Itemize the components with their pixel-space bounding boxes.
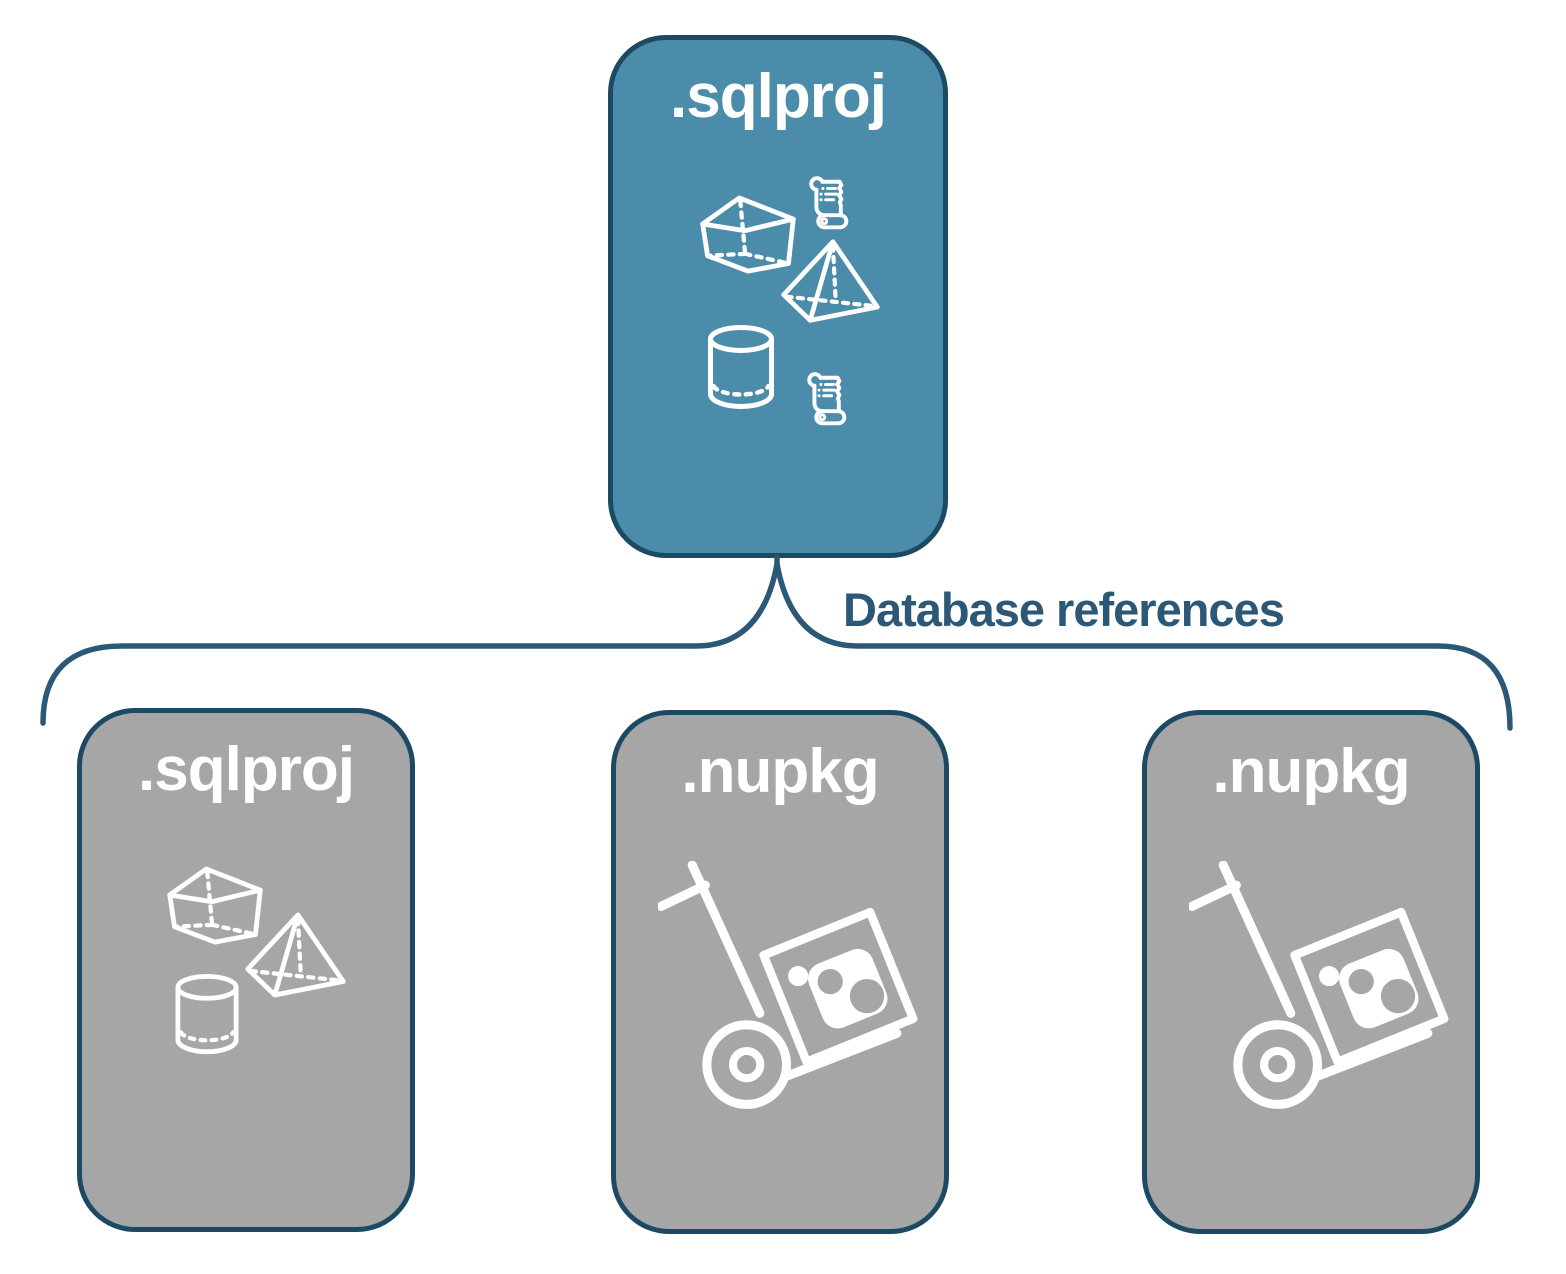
script-scroll-icon xyxy=(801,174,855,232)
connector-label: Database references xyxy=(843,583,1285,636)
package-handtruck-icon xyxy=(1189,861,1451,1113)
child-card-title: .sqlproj xyxy=(138,735,355,804)
script-scroll-icon xyxy=(799,370,853,428)
package-handtruck-icon xyxy=(658,861,920,1113)
pyramid-icon xyxy=(242,909,350,1002)
database-cylinder-icon xyxy=(172,973,242,1057)
card-nupkg-child: .nupkg xyxy=(1142,710,1480,1234)
root-card-title: .sqlproj xyxy=(670,62,887,131)
pyramid-icon xyxy=(778,236,884,327)
child-card-title: .nupkg xyxy=(1212,737,1410,806)
card-nupkg-child: .nupkg xyxy=(611,710,949,1234)
child-card-title: .nupkg xyxy=(681,737,879,806)
database-cylinder-icon xyxy=(705,324,777,412)
card-sqlproj-child: .sqlproj xyxy=(77,708,415,1232)
card-sqlproj-root: .sqlproj xyxy=(608,35,948,558)
